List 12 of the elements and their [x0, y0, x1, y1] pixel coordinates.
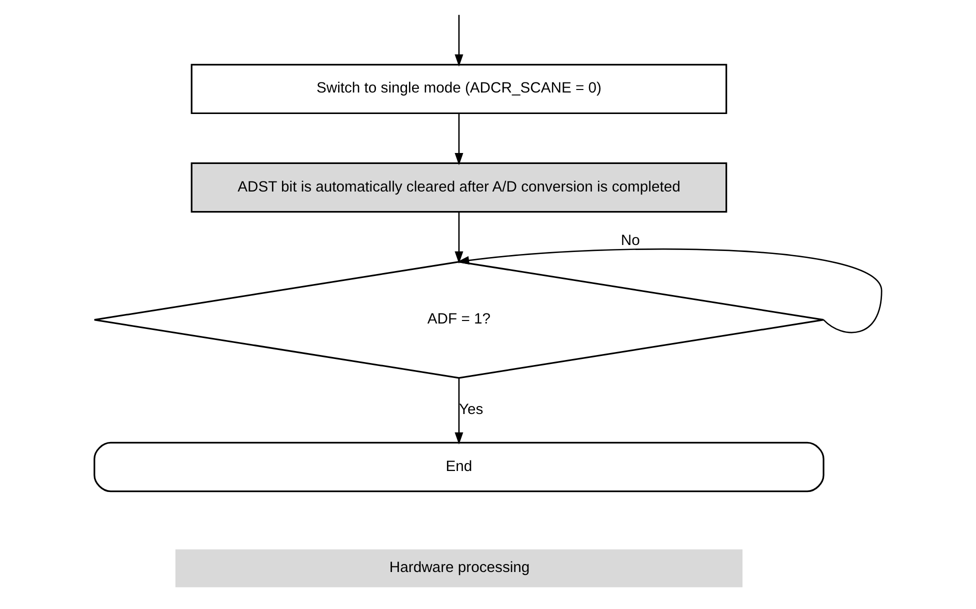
edge-label: Yes: [459, 402, 484, 418]
node-diamond: ADF = 1?: [94, 260, 824, 379]
arrow: [454, 212, 464, 264]
node-box: Switch to single mode (ADCR_SCANE = 0): [190, 64, 728, 114]
arrow: [454, 14, 464, 67]
edge-label: No: [620, 232, 640, 249]
node-box: ADST bit is automatically cleared after A/D conversion is completed: [190, 162, 728, 213]
legend-label: Hardware processing: [389, 560, 530, 576]
arrow: [454, 378, 464, 444]
arrow: [454, 114, 464, 166]
arrow: [456, 248, 882, 334]
node-box: End: [94, 442, 824, 492]
